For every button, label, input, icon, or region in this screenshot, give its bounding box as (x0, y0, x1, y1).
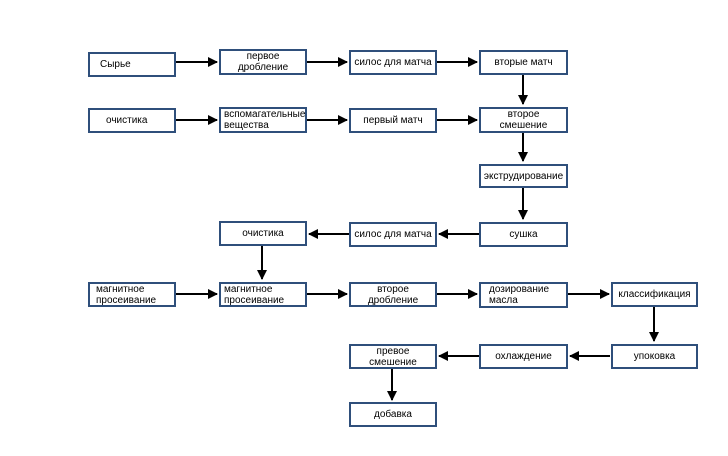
node-pack: упоковка (611, 344, 698, 369)
node-match2: вторые матч (479, 50, 568, 75)
node-additive: добавка (349, 402, 437, 427)
node-clean2: очистика (219, 221, 307, 246)
node-cool: охлаждение (479, 344, 568, 369)
node-crush1: первое дробление (219, 49, 307, 75)
node-clean1: очистика (88, 108, 176, 133)
node-oildose: дозирование масла (479, 282, 568, 308)
node-silo2: силос для матча (349, 222, 437, 247)
node-crush2: второе дробление (349, 282, 437, 307)
node-mix1: превое смешение (349, 344, 437, 369)
node-raw: Сырье (88, 52, 176, 77)
node-mix2: второе смешение (479, 107, 568, 133)
node-aux: вспомагательные вещества (219, 107, 307, 133)
node-silo1: силос для матча (349, 50, 437, 75)
node-match1: первый матч (349, 108, 437, 133)
node-classify: классификация (611, 282, 698, 307)
node-dry: сушка (479, 222, 568, 247)
node-extrude: экструдирование (479, 164, 568, 188)
node-magsieve2: магнитное просеивание (219, 282, 307, 307)
node-magsieve1: магнитное просеивание (88, 282, 176, 307)
